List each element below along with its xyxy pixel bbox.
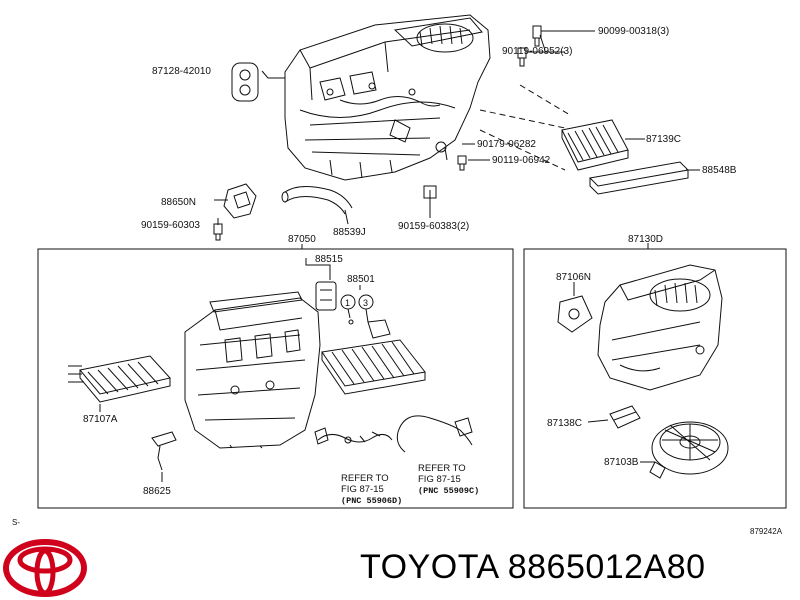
part-label: 87139C <box>646 134 681 145</box>
bolt-icon <box>457 155 467 171</box>
assembly-box-87130d <box>523 248 787 509</box>
bolt-icon <box>517 47 527 67</box>
wire-harness-icon <box>314 427 393 445</box>
hose-icon <box>281 186 353 215</box>
figure-code: 879242A <box>750 527 783 536</box>
callout-number: 1 <box>345 298 350 308</box>
evaporator-icon <box>321 319 426 395</box>
blower-motor-icon <box>649 421 729 479</box>
reference-pnc: (PNC 55906D) <box>341 496 402 506</box>
part-label: 88548B <box>702 165 737 176</box>
reference-text: FIG 87-15 <box>418 474 461 485</box>
part-label: 87138C <box>547 418 582 429</box>
hvac-unit-top <box>284 14 491 181</box>
air-filter-icon <box>561 119 629 171</box>
part-label: 87103B <box>604 457 639 468</box>
part-label: 87130D <box>628 234 663 245</box>
wire-harness-icon <box>396 415 473 453</box>
part-label: 87106N <box>556 272 591 283</box>
part-label: 87128-42010 <box>152 66 211 77</box>
part-label: 90119-06952(3) <box>502 46 572 57</box>
part-label: 90119-06942 <box>492 155 551 166</box>
part-label: 87107A <box>83 414 118 425</box>
part-label: 88515 <box>315 254 343 265</box>
blower-case-icon <box>597 264 723 391</box>
heater-case-icon <box>184 291 321 449</box>
servo-motor-icon <box>557 295 593 333</box>
clip-icon <box>435 141 447 153</box>
bolt-icon <box>532 25 542 47</box>
part-label: 90179-06282 <box>477 139 536 150</box>
part-label: 90159-60303 <box>141 220 200 231</box>
part-label: 88625 <box>143 486 171 497</box>
sensor-icon <box>223 183 257 219</box>
part-label: 90099-00318(3) <box>598 26 669 37</box>
part-label: 90159-60383(2) <box>398 221 469 232</box>
thermistor-icon <box>151 431 177 471</box>
brand-caption: TOYOTA 8865012A80 <box>360 548 706 586</box>
part-label: 88650N <box>161 197 196 208</box>
toyota-logo <box>3 539 87 597</box>
reference-pnc: (PNC 55909C) <box>418 486 479 496</box>
heater-core-icon <box>68 355 171 403</box>
footer-mark: S- <box>12 518 20 527</box>
reference-text: FIG 87-15 <box>341 484 384 495</box>
grommet-icon <box>231 62 259 102</box>
resistor-icon <box>609 405 641 429</box>
part-label: 88501 <box>347 274 375 285</box>
clip-icon <box>423 185 437 199</box>
callout-number: 3 <box>363 298 368 308</box>
screw-icon <box>213 223 223 241</box>
part-label: 87050 <box>288 234 316 245</box>
reference-text: REFER TO <box>418 463 466 474</box>
expansion-valve-icon <box>315 281 337 311</box>
reference-text: REFER TO <box>341 473 389 484</box>
assembly-box-87050 <box>37 248 514 509</box>
part-label: 88539J <box>333 227 366 238</box>
filter-cover-icon <box>588 161 690 195</box>
